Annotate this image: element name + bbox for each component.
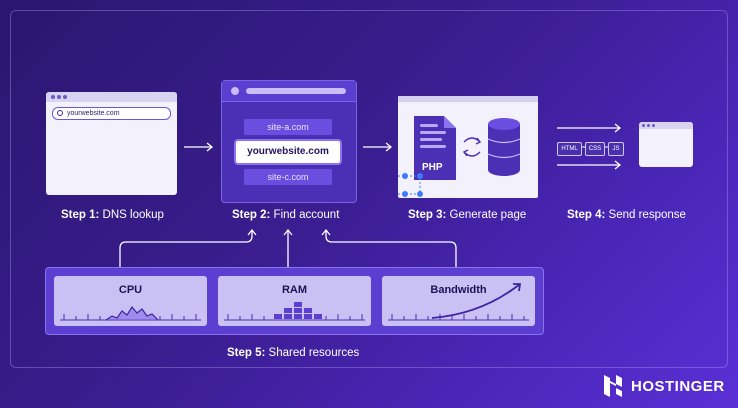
search-icon <box>57 110 63 116</box>
response-browser-titlebar <box>639 122 693 129</box>
resource-ram-card: RAM <box>218 276 371 326</box>
step-4-label: Step 4: Send response <box>567 209 686 221</box>
brand-name: HOSTINGER <box>631 378 725 395</box>
response-browser-window <box>639 122 693 167</box>
shared-resources-panel: CPU RAM <box>45 267 544 335</box>
diagram-frame <box>10 10 728 368</box>
window-dot-icon <box>57 95 61 99</box>
hostinger-logo-icon <box>604 375 622 397</box>
arrow-bandwidth-to-server <box>325 230 457 267</box>
resource-cpu-title: CPU <box>118 284 143 296</box>
js-tag: JS <box>608 142 624 156</box>
arrow-cpu-to-server <box>119 230 253 267</box>
sync-icon <box>462 137 482 157</box>
step-2-label: Step 2: Find account <box>232 209 340 221</box>
html-tag: HTML <box>557 142 582 156</box>
step-1-label: Step 1: DNS lookup <box>61 209 164 221</box>
server-bar-icon <box>246 88 346 94</box>
address-bar[interactable]: yourwebsite.com <box>52 107 171 120</box>
site-item-a: site-a.com <box>244 119 332 135</box>
css-tag: CSS <box>585 142 605 156</box>
php-database-illustration <box>398 116 521 197</box>
window-dot-icon <box>51 95 55 99</box>
cpu-waveform-icon <box>60 305 201 321</box>
window-dot-icon <box>63 95 67 99</box>
server-account-panel: site-a.com yourwebsite.com site-c.com <box>221 80 357 203</box>
window-dot-icon <box>652 124 655 127</box>
generate-titlebar <box>398 96 538 102</box>
server-circle-icon <box>231 87 239 95</box>
address-bar-url: yourwebsite.com <box>67 110 120 117</box>
window-dot-icon <box>647 124 650 127</box>
resource-cpu-card: CPU <box>54 276 207 326</box>
window-dot-icon <box>642 124 645 127</box>
site-item-c: site-c.com <box>244 169 332 185</box>
browser-titlebar <box>46 92 177 102</box>
selection-handles-icon <box>398 173 423 197</box>
php-label: PHP <box>422 162 443 173</box>
site-item-yourwebsite: yourwebsite.com <box>236 141 340 163</box>
step-5-label: Step 5: Shared resources <box>227 347 360 359</box>
resource-bandwidth-card: Bandwidth <box>382 276 535 326</box>
dns-browser-window: yourwebsite.com <box>46 92 177 195</box>
step-3-label: Step 3: Generate page <box>408 209 527 221</box>
bandwidth-trend-icon <box>388 283 529 321</box>
server-topbar <box>222 81 356 102</box>
resource-ram-title: RAM <box>281 284 308 296</box>
resource-bandwidth-title: Bandwidth <box>430 284 487 296</box>
database-icon <box>487 118 521 176</box>
ram-bars-icon <box>224 302 365 321</box>
php-file-icon <box>414 116 456 180</box>
